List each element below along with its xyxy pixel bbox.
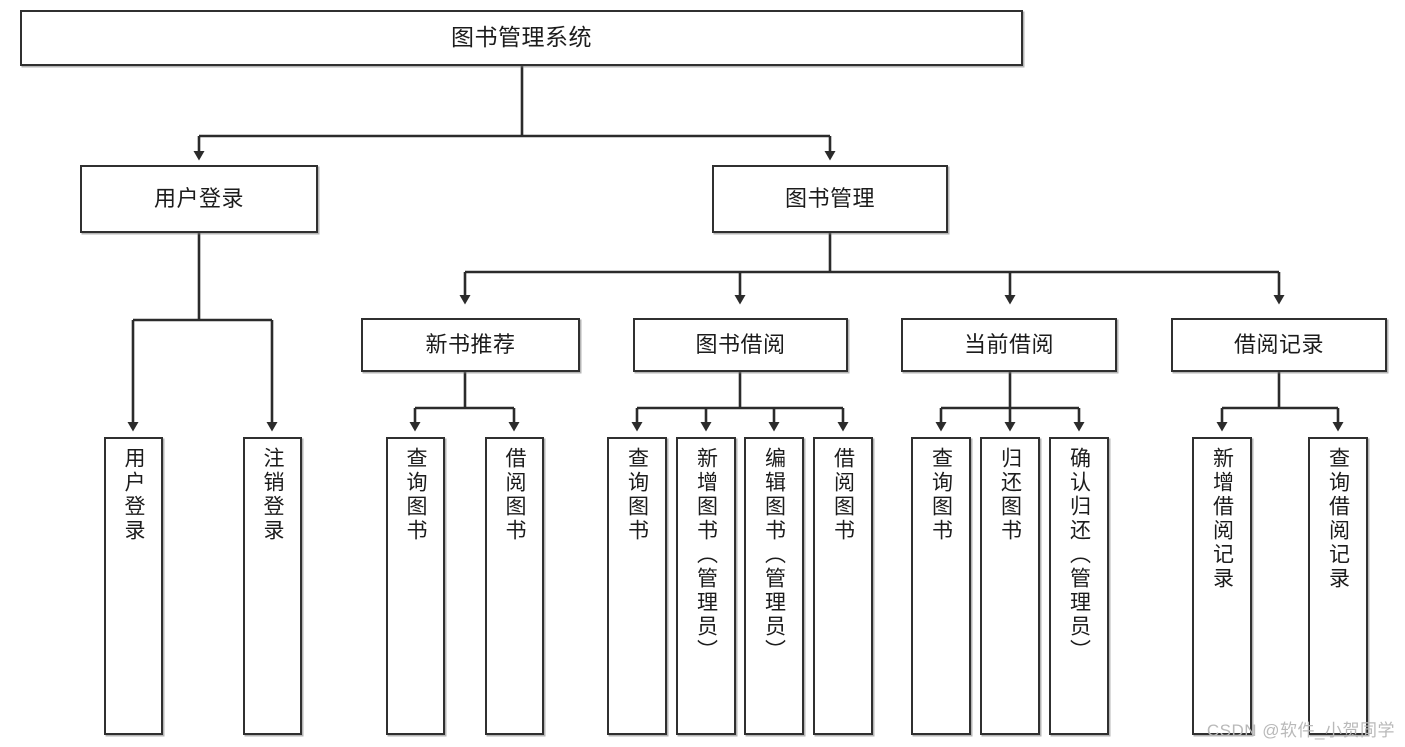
leaf-query-book-recommend[interactable]: 查询图书 xyxy=(386,437,445,735)
node-label: 归还图书 xyxy=(998,447,1022,543)
csdn-watermark: CSDN @软件_小贺同学 xyxy=(1206,721,1395,740)
node-label: 图书管理 xyxy=(784,186,875,212)
node-new-book-recommend[interactable]: 新书推荐 xyxy=(361,318,580,372)
leaf-query-book-borrow[interactable]: 查询图书 xyxy=(607,437,667,735)
node-label: 借阅图书 xyxy=(831,447,855,543)
node-label: 查询图书 xyxy=(625,447,649,543)
node-label: 图书借阅 xyxy=(695,332,786,358)
node-label: 注销登录 xyxy=(261,447,284,543)
leaf-add-book-admin[interactable]: 新增图书（管理员） xyxy=(676,437,736,735)
node-label: 用户登录 xyxy=(153,186,244,212)
node-borrow-record[interactable]: 借阅记录 xyxy=(1171,318,1387,372)
leaf-user-login[interactable]: 用户登录 xyxy=(104,437,163,735)
leaf-confirm-return-admin[interactable]: 确认归还（管理员） xyxy=(1049,437,1109,735)
leaf-edit-book-admin[interactable]: 编辑图书（管理员） xyxy=(744,437,804,735)
leaf-borrow-book-recommend[interactable]: 借阅图书 xyxy=(485,437,544,735)
node-book-management[interactable]: 图书管理 xyxy=(712,165,948,233)
leaf-logout[interactable]: 注销登录 xyxy=(243,437,302,735)
leaf-add-borrow-record[interactable]: 新增借阅记录 xyxy=(1192,437,1252,735)
node-label: 查询借阅记录 xyxy=(1326,447,1350,591)
node-label: 借阅图书 xyxy=(503,447,526,543)
leaf-query-book-current[interactable]: 查询图书 xyxy=(911,437,971,735)
leaf-borrow-book[interactable]: 借阅图书 xyxy=(813,437,873,735)
node-label: 编辑图书（管理员） xyxy=(762,447,786,663)
node-label: 当前借阅 xyxy=(963,332,1054,358)
node-label: 查询图书 xyxy=(929,447,953,543)
leaf-query-borrow-record[interactable]: 查询借阅记录 xyxy=(1308,437,1368,735)
node-book-management-system[interactable]: 图书管理系统 xyxy=(20,10,1023,66)
node-label: 借阅记录 xyxy=(1233,332,1324,358)
node-user-login[interactable]: 用户登录 xyxy=(80,165,318,233)
node-label: 新增借阅记录 xyxy=(1210,447,1234,591)
node-label: 查询图书 xyxy=(404,447,427,543)
node-label: 新增图书（管理员） xyxy=(694,447,718,663)
node-current-borrow[interactable]: 当前借阅 xyxy=(901,318,1117,372)
leaf-return-book[interactable]: 归还图书 xyxy=(980,437,1040,735)
node-label: 确认归还（管理员） xyxy=(1067,447,1091,663)
node-label: 新书推荐 xyxy=(425,332,516,358)
node-book-borrow[interactable]: 图书借阅 xyxy=(633,318,848,372)
node-label: 用户登录 xyxy=(122,447,145,543)
node-label: 图书管理系统 xyxy=(451,24,592,51)
